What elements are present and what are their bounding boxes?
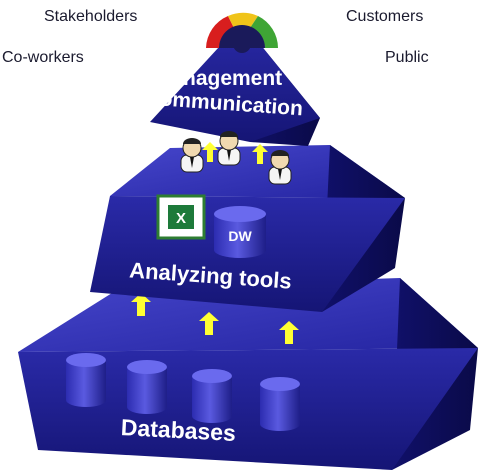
databases-top-surface [18,278,478,352]
up-arrow-icon [279,321,299,344]
dw-label: DW [228,228,252,244]
person-icon [217,131,241,166]
excel-icon: X [156,194,206,240]
customers-label: Customers [346,8,424,25]
tier-databases: Databases [18,278,478,470]
database-icon [260,377,300,431]
database-icon [66,353,106,407]
coworkers-label: Co-workers [2,49,84,66]
databases-label: Databases [120,414,236,446]
person-icon [180,138,204,173]
database-icon [127,360,167,414]
database-icon [192,369,232,423]
up-arrow-icon [202,142,218,162]
person-icon [268,150,292,185]
up-arrow-icon [131,293,151,316]
people-icon [180,131,292,185]
stakeholders-label: Stakeholders [44,8,138,25]
gauge-icon [206,12,278,53]
public-label: Public [385,49,429,66]
up-arrow-icon [199,312,219,335]
tier-analyzing-tools: X DW Analyzing tools [90,145,405,312]
svg-text:X: X [176,210,186,227]
management-label-line1: Management [154,67,282,90]
dw-database-icon: DW [214,206,266,258]
management-front [150,22,320,142]
up-arrow-icon [252,144,268,164]
tier-management: Management communication [147,12,320,146]
